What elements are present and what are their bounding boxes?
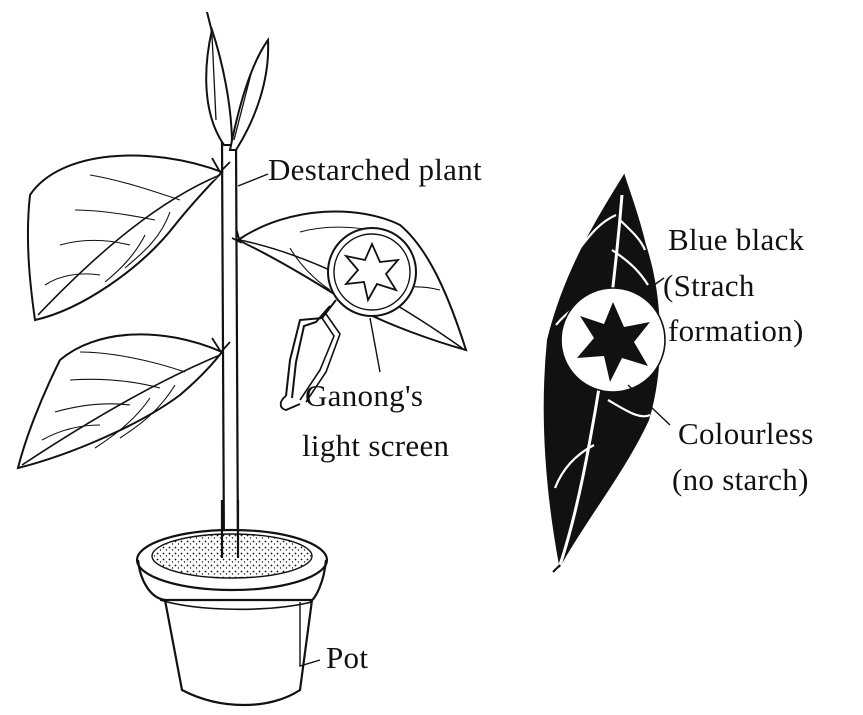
label-no-starch: (no starch) [672,462,809,498]
leaf-upper-left [28,155,230,320]
label-pot: Pot [326,640,368,676]
label-destarched-plant: Destarched plant [268,152,482,188]
pointer-ganong-screen [370,318,380,372]
label-ganong-line1: Ganong's [305,378,423,414]
label-ganong-line2: light screen [302,428,449,464]
tested-leaf [545,176,665,572]
label-strach-line1: (Strach [663,268,755,304]
label-colourless: Colourless [678,416,814,452]
label-blue-black: Blue black [668,222,804,258]
plant-stem [222,140,238,560]
shoot-apex [206,12,268,150]
label-strach-line2: formation) [668,313,804,349]
leaf-lower-left [18,334,230,468]
pot [137,530,327,705]
pointer-destarched-plant [238,174,268,186]
